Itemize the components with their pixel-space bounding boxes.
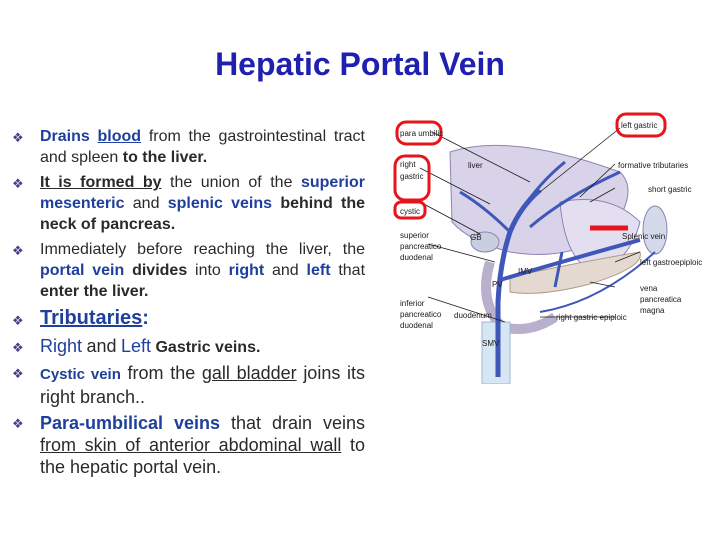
label-superior-3: duodenal xyxy=(400,253,433,262)
left-gastric-line xyxy=(529,170,621,229)
bullet-text: from the xyxy=(127,363,196,383)
label-pancreatica: pancreatica xyxy=(640,295,682,304)
label-gb: GB xyxy=(470,233,482,242)
bullet-text: behind the neck of pancreas. xyxy=(40,195,366,233)
bullet-cystic: ❖ Cystic vein from the gall bladder join… xyxy=(10,362,365,408)
bullet-text: Left xyxy=(120,336,152,356)
gallbladder-shape xyxy=(470,231,500,253)
bullet-text: Cystic vein xyxy=(40,366,121,383)
red-callouts xyxy=(393,112,667,220)
bullet-immediately: ❖ Immediately before reaching the liver,… xyxy=(10,239,365,302)
label-magna: magna xyxy=(640,306,665,315)
bullet-text: divides xyxy=(132,262,188,279)
label-superior-2: pancreatico xyxy=(400,242,442,251)
bullet-text: splenic veins xyxy=(167,195,273,212)
label-formative-tributaries: formative tributaries xyxy=(618,161,688,170)
label-left-gastric: left gastric xyxy=(621,121,657,130)
tributaries-heading: Tributaries xyxy=(40,307,143,329)
label-smv: SMV xyxy=(482,339,500,348)
bullet-text: Para-umbilical xyxy=(40,413,164,433)
label-para-umbilic: para umbilic xyxy=(400,129,443,138)
label-cystic: cystic xyxy=(400,207,420,216)
diamond-bullet-icon: ❖ xyxy=(12,416,24,431)
bullet-tributaries: ❖ Tributaries: xyxy=(10,308,365,330)
imv-line xyxy=(553,251,564,288)
label-inferior-2: pancreatico xyxy=(400,310,442,319)
right-branch-line xyxy=(459,190,512,234)
bullet-text: and xyxy=(132,195,160,212)
diamond-bullet-icon: ❖ xyxy=(12,130,24,145)
diamond-bullet-icon: ❖ xyxy=(12,366,24,381)
bullet-text: right xyxy=(228,262,265,279)
spleen-shape xyxy=(642,205,668,255)
bullet-text: and xyxy=(86,336,117,356)
bullet-text: blood xyxy=(97,128,142,145)
portal-vein-diagram: para umbilic right gastric cystic superi… xyxy=(393,112,702,384)
diamond-bullet-icon: ❖ xyxy=(12,243,24,258)
bullet-gastric: ❖ Right and Left Gastric veins. xyxy=(10,336,365,358)
leader-lines xyxy=(419,127,641,323)
bullet-text: gall bladder xyxy=(201,363,297,383)
bullet-list: ❖ Drains blood from the gastrointestinal… xyxy=(10,126,365,482)
label-left-gastroepiploic: left gastroepiploic xyxy=(640,258,702,267)
label-splenic-vein: Splenic vein xyxy=(622,232,665,241)
bullet-text: from the gastrointestinal tract and sple… xyxy=(40,128,365,166)
label-duodenum: duodenum xyxy=(454,311,492,320)
diamond-bullet-icon: ❖ xyxy=(12,340,24,355)
diamond-bullet-icon: ❖ xyxy=(12,176,24,191)
bullet-text: into xyxy=(195,262,221,279)
bullet-formed: ❖ It is formed by the union of the super… xyxy=(10,172,365,235)
label-liver: liver xyxy=(468,161,483,170)
label-superior-1: superior xyxy=(400,231,429,240)
label-right-gastric-1: right xyxy=(400,160,416,169)
bullet-text: left xyxy=(306,262,331,279)
bullet-text: Immediately before reaching the liver, t… xyxy=(40,241,365,258)
label-right-gastric-2: gastric xyxy=(400,172,424,181)
bullet-text: to the liver. xyxy=(122,149,208,166)
tributaries-colon: : xyxy=(142,307,149,329)
label-pv: PV xyxy=(492,280,503,289)
diamond-bullet-icon: ❖ xyxy=(12,313,24,328)
bullet-text: Right xyxy=(40,336,83,356)
bullet-text: Drains xyxy=(40,128,90,145)
splenic-vein-line xyxy=(499,238,641,282)
bullet-text: enter the liver. xyxy=(40,283,149,300)
pancreas-shape xyxy=(509,251,641,294)
bullet-text: joins its right branch.. xyxy=(40,363,365,407)
bullet-text: that xyxy=(338,262,366,279)
bullet-text: and xyxy=(272,262,299,279)
left-branch-line xyxy=(518,160,566,213)
label-short-gastric: short gastric xyxy=(648,185,692,194)
bullet-text: veins xyxy=(174,413,221,433)
gastroepiploic-line xyxy=(539,251,656,313)
label-right-gastric-epiploic: right gastric epiploic xyxy=(556,313,627,322)
bullet-drains: ❖ Drains blood from the gastrointestinal… xyxy=(10,126,365,168)
bullet-text: portal vein xyxy=(40,262,125,279)
bullet-text: Gastric veins. xyxy=(155,339,261,356)
bullet-text: the union of the xyxy=(170,174,293,191)
label-vena: vena xyxy=(640,284,658,293)
label-inferior-1: inferior xyxy=(400,299,425,308)
bullet-text: It is formed by xyxy=(40,174,162,191)
label-inferior-3: duodenal xyxy=(400,321,433,330)
page-title: Hepatic Portal Vein xyxy=(215,46,505,82)
bullet-text: superior mesenteric xyxy=(40,174,365,212)
label-imv: IMV xyxy=(518,267,533,276)
bullet-text: to the hepatic portal vein. xyxy=(40,435,365,477)
bullet-text: from skin of anterior abdominal wall xyxy=(40,435,342,455)
bullet-para-umbilical: ❖ Para-umbilical veins that drain veins … xyxy=(10,412,365,478)
bullet-text: that drain veins xyxy=(231,413,365,433)
